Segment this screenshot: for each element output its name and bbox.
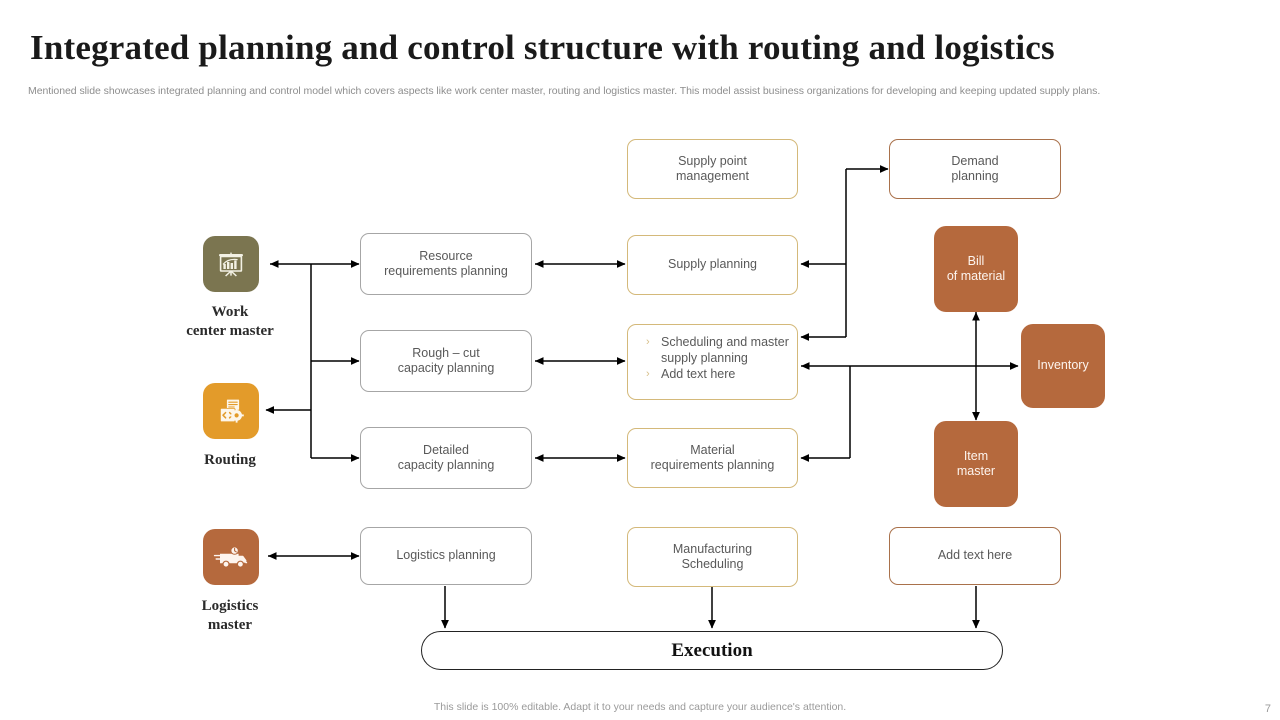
material-requirements-line1: Material bbox=[690, 442, 735, 457]
node-rough-cut-capacity-planning[interactable]: Rough – cut capacity planning bbox=[360, 330, 532, 392]
node-logistics-planning[interactable]: Logistics planning bbox=[360, 527, 532, 585]
scheduling-bullet-list: › Scheduling and master supply planning … bbox=[638, 334, 789, 382]
footer-note: This slide is 100% editable. Adapt it to… bbox=[433, 701, 847, 713]
node-scheduling-master-supply-planning[interactable]: › Scheduling and master supply planning … bbox=[627, 324, 798, 400]
list-item[interactable]: › Add text here bbox=[638, 366, 789, 382]
page-title: Integrated planning and control structur… bbox=[30, 28, 1055, 67]
work-center-master-label-line1: Work bbox=[211, 304, 249, 320]
execution-label: Execution bbox=[671, 639, 753, 661]
node-add-text-here[interactable]: Add text here bbox=[889, 527, 1061, 585]
page-subtitle: Mentioned slide showcases integrated pla… bbox=[28, 85, 1101, 97]
detailed-capacity-line2: capacity planning bbox=[397, 458, 495, 472]
material-requirements-line2: requirements planning bbox=[650, 458, 775, 472]
node-inventory[interactable]: Inventory bbox=[1021, 324, 1105, 408]
add-text-here-label: Add text here bbox=[937, 548, 1013, 563]
node-material-requirements-planning[interactable]: Material requirements planning bbox=[627, 428, 798, 488]
node-demand-planning[interactable]: Demand planning bbox=[889, 139, 1061, 199]
work-center-master-label-line2: center master bbox=[186, 323, 274, 339]
node-supply-planning[interactable]: Supply planning bbox=[627, 235, 798, 295]
detailed-capacity-line1: Detailed bbox=[423, 442, 469, 457]
inventory-label: Inventory bbox=[1037, 358, 1089, 373]
node-item-master[interactable]: Item master bbox=[934, 421, 1018, 507]
bill-of-material-line2: of material bbox=[946, 269, 1006, 283]
rough-cut-line2: capacity planning bbox=[397, 361, 495, 375]
node-bill-of-material[interactable]: Bill of material bbox=[934, 226, 1018, 312]
node-execution[interactable]: Execution bbox=[421, 631, 1003, 670]
logistics-master-caption: Logistics master bbox=[140, 597, 320, 635]
work-center-master-caption: Work center master bbox=[140, 303, 320, 341]
node-manufacturing-scheduling[interactable]: Manufacturing Scheduling bbox=[627, 527, 798, 587]
logistics-master-label-line2: master bbox=[207, 617, 253, 633]
rough-cut-line1: Rough – cut bbox=[412, 345, 480, 360]
routing-label: Routing bbox=[204, 452, 256, 468]
resource-requirements-line1: Resource bbox=[419, 248, 473, 263]
node-detailed-capacity-planning[interactable]: Detailed capacity planning bbox=[360, 427, 532, 489]
item-master-line2: master bbox=[956, 464, 996, 478]
supply-point-line2: management bbox=[676, 169, 749, 183]
logistics-planning-label: Logistics planning bbox=[396, 548, 496, 563]
demand-planning-line1: Demand bbox=[951, 153, 999, 168]
page-number: 7 bbox=[1264, 703, 1271, 715]
resource-requirements-line2: requirements planning bbox=[384, 264, 508, 278]
manufacturing-line2: Scheduling bbox=[681, 557, 744, 571]
routing-caption: Routing bbox=[140, 451, 320, 470]
item-master-line1: Item bbox=[963, 448, 989, 463]
supply-planning-label: Supply planning bbox=[668, 257, 757, 272]
bullet-text: Scheduling and master supply planning bbox=[661, 335, 789, 365]
list-item[interactable]: › Scheduling and master supply planning bbox=[638, 334, 789, 366]
manufacturing-line1: Manufacturing bbox=[672, 541, 753, 556]
delivery-truck-icon bbox=[203, 529, 259, 585]
node-resource-requirements-planning[interactable]: Resource requirements planning bbox=[360, 233, 532, 295]
chevron-right-icon: › bbox=[646, 368, 650, 380]
presentation-chart-icon bbox=[203, 236, 259, 292]
chevron-right-icon: › bbox=[646, 336, 650, 348]
bill-of-material-line1: Bill bbox=[967, 253, 985, 268]
logistics-master-label-line1: Logistics bbox=[201, 598, 259, 614]
document-gear-code-icon bbox=[203, 383, 259, 439]
demand-planning-line2: planning bbox=[951, 169, 999, 183]
bullet-text: Add text here bbox=[661, 367, 736, 381]
supply-point-line1: Supply point bbox=[678, 153, 747, 168]
node-supply-point-management[interactable]: Supply point management bbox=[627, 139, 798, 199]
